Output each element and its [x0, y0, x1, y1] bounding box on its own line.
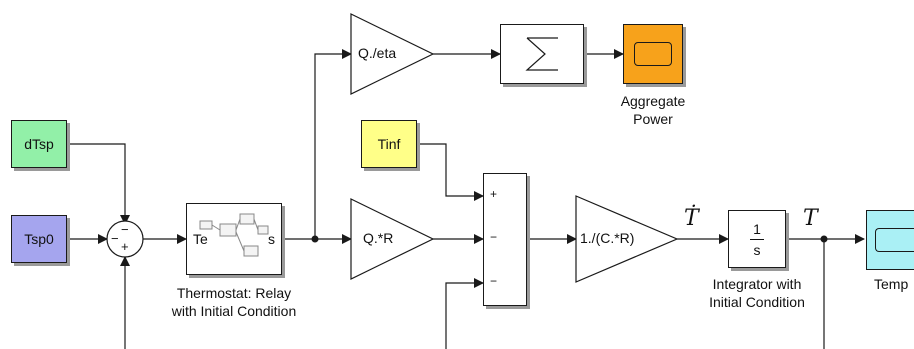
signal-branch-up[interactable] [314, 49, 352, 239]
scope-aggregate-power[interactable] [623, 24, 683, 84]
sum-block-error[interactable] [106, 220, 144, 258]
sum-sign-left: − [111, 231, 119, 246]
sum3-sign-1: + [490, 187, 498, 201]
integrator-block[interactable]: 1 s [728, 210, 786, 268]
constant-label-tsp0: Tsp0 [24, 231, 54, 247]
signal-label-t: T [803, 206, 818, 231]
integrator-denominator: s [753, 241, 761, 258]
caption-aggregate-power: Aggregate Power [620, 93, 686, 127]
gain-label-inv-c: 1./(C.*R) [580, 230, 635, 246]
signal-feedback-sum3[interactable] [445, 278, 484, 349]
sigma-icon [525, 37, 558, 71]
branch-point-temp [820, 235, 828, 243]
constant-block-tinf[interactable]: Tinf [361, 120, 417, 168]
gain-label-heat: Q.*R [363, 230, 394, 246]
thermostat-subsystem[interactable]: Te s [186, 203, 282, 275]
constant-label-dtsp: dTsp [24, 136, 54, 152]
signal-tinf[interactable] [417, 143, 484, 201]
gain-block-power[interactable] [350, 13, 435, 95]
constant-block-dtsp[interactable]: dTsp [11, 120, 67, 168]
signal-label-t-dot: Ṫ [684, 206, 699, 231]
subsystem-input-label: Te [193, 231, 208, 247]
caption-integrator: Integrator with Initial Condition [709, 276, 805, 310]
caption-thermostat: Thermostat: Relay with Initial Condition [171, 285, 297, 319]
scope-screen-icon [634, 42, 672, 66]
gain-label-power: Q./eta [358, 45, 397, 61]
gain-block-heat[interactable] [350, 198, 435, 280]
sum3-sign-2: − [490, 230, 498, 244]
sum-block-temperature[interactable] [483, 173, 527, 306]
constant-label-tinf: Tinf [377, 136, 401, 152]
sum3-sign-3: − [490, 274, 498, 288]
gain-block-inv-c[interactable] [575, 195, 679, 283]
scope-temp[interactable] [866, 210, 914, 270]
constant-block-tsp0[interactable]: Tsp0 [11, 215, 67, 263]
sum-sign-top: − [121, 222, 129, 237]
scope-screen-icon [875, 228, 914, 252]
branch-point-relay [311, 235, 319, 243]
discrete-sum-block[interactable] [500, 24, 584, 84]
fraction-bar [750, 238, 764, 240]
subsystem-icon [199, 213, 269, 257]
caption-temp: Temp [874, 276, 909, 292]
subsystem-output-label: s [268, 231, 275, 247]
sum-sign-bottom: + [121, 239, 129, 254]
integrator-numerator: 1 [753, 220, 761, 237]
signal-dtsp[interactable] [67, 143, 130, 225]
